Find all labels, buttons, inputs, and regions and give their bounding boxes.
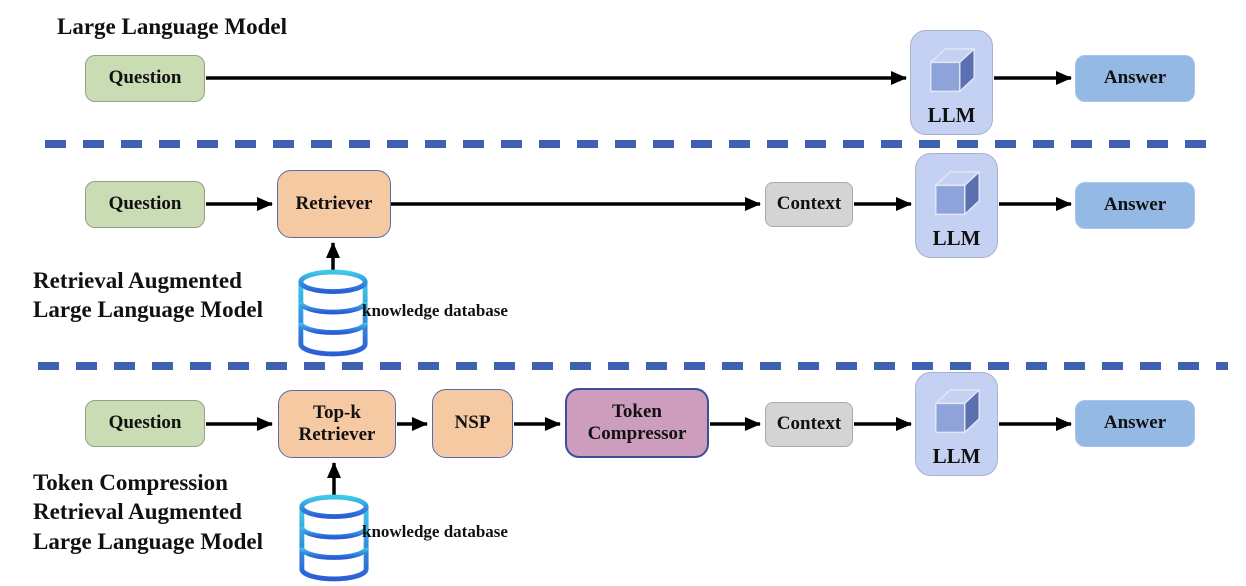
retriever-label: Retriever bbox=[295, 192, 373, 214]
question-box-1: Question bbox=[85, 55, 205, 102]
nsp-box: NSP bbox=[432, 389, 513, 458]
answer-label: Answer bbox=[1103, 67, 1167, 89]
answer-label: Answer bbox=[1103, 194, 1167, 216]
question-box-3: Question bbox=[85, 400, 205, 447]
answer-box-3: Answer bbox=[1075, 400, 1195, 447]
llm-box-3: LLM bbox=[915, 372, 998, 476]
token-compressor-box: Token Compressor bbox=[565, 388, 709, 458]
database-icon-2 bbox=[298, 269, 368, 357]
section-title-ralm: Retrieval Augmented Large Language Model bbox=[33, 268, 263, 323]
question-label: Question bbox=[108, 67, 182, 89]
context-box-3: Context bbox=[765, 402, 853, 447]
section-title-tcralm: Token Compression Retrieval Augmented La… bbox=[33, 470, 263, 554]
llm-label: LLM bbox=[932, 226, 981, 251]
question-label: Question bbox=[108, 193, 182, 215]
answer-box-1: Answer bbox=[1075, 55, 1195, 102]
llm-label: LLM bbox=[932, 444, 981, 469]
question-box-2: Question bbox=[85, 181, 205, 228]
token-compressor-label: Token Compressor bbox=[587, 400, 687, 444]
topk-retriever-box: Top-k Retriever bbox=[278, 390, 396, 458]
cube-icon bbox=[934, 389, 980, 434]
knowledge-database-label-3: knowledge database bbox=[362, 522, 508, 541]
cube-icon bbox=[929, 48, 975, 93]
llm-label: LLM bbox=[927, 103, 976, 128]
answer-label: Answer bbox=[1103, 412, 1167, 434]
context-label: Context bbox=[776, 413, 842, 435]
answer-box-2: Answer bbox=[1075, 182, 1195, 229]
cube-icon bbox=[934, 171, 980, 216]
context-label: Context bbox=[776, 193, 842, 215]
llm-box-2: LLM bbox=[915, 153, 998, 258]
retriever-box: Retriever bbox=[277, 170, 391, 238]
knowledge-database-label-2: knowledge database bbox=[362, 301, 508, 320]
section-title-llm: Large Language Model bbox=[57, 14, 287, 39]
database-icon-3 bbox=[299, 494, 369, 582]
context-box-2: Context bbox=[765, 182, 853, 227]
topk-retriever-label: Top-k Retriever bbox=[298, 401, 376, 445]
llm-box-1: LLM bbox=[910, 30, 993, 135]
question-label: Question bbox=[108, 412, 182, 434]
nsp-label: NSP bbox=[454, 412, 491, 434]
